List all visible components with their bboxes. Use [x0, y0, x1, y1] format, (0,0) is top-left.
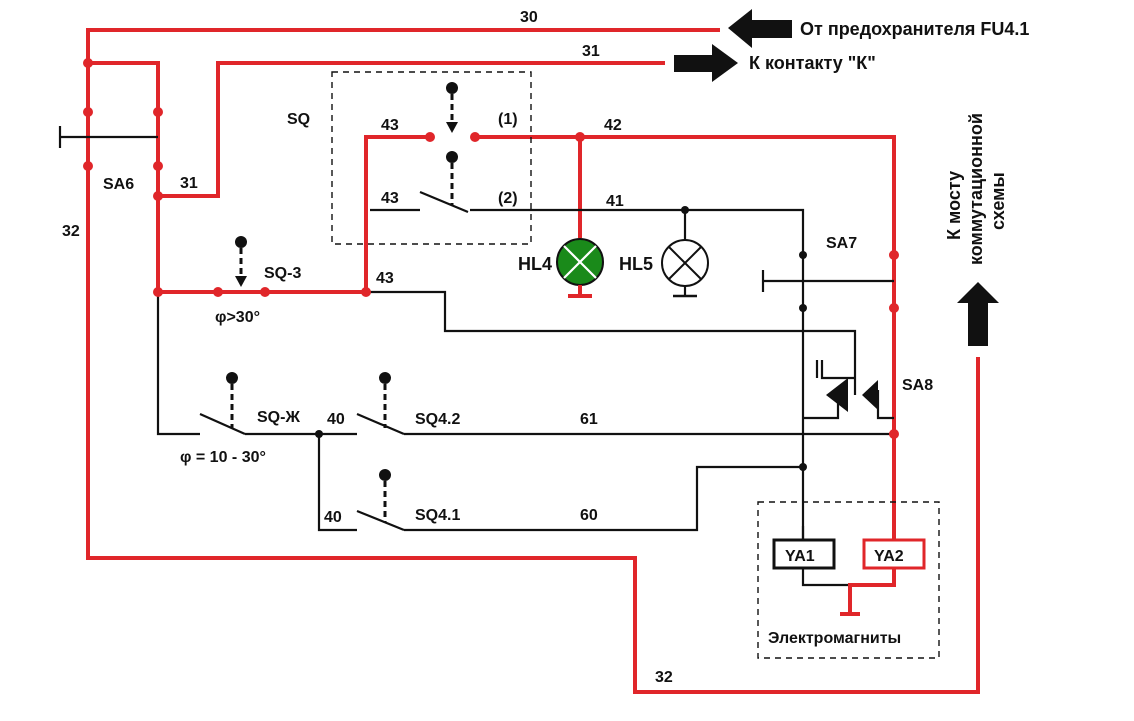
- junction-dots: [83, 58, 899, 439]
- lamp-hl5: [661, 239, 709, 298]
- wire-label-32-bottom: 32: [655, 669, 673, 686]
- sq3-pusher: [235, 236, 247, 287]
- ya2-box: [862, 538, 926, 570]
- sa8-right-contact: [862, 380, 878, 410]
- label-bridge-2: коммутационной: [966, 113, 986, 265]
- sa8-handle: [820, 360, 855, 380]
- junction-dot: [315, 430, 323, 438]
- label-sa6: SA6: [103, 176, 134, 193]
- junction-dot: [889, 250, 899, 260]
- junction-dot: [470, 132, 480, 142]
- label-sq3: SQ-3: [264, 265, 301, 282]
- wire-label-31-left: 31: [180, 175, 198, 192]
- arrow-to-contact-icon: [674, 44, 738, 82]
- label-hl4: HL4: [518, 254, 552, 274]
- black-wires: [58, 126, 896, 616]
- label-ya1: YA1: [785, 548, 815, 565]
- wire-31: [158, 61, 665, 198]
- wire-41: [470, 208, 805, 542]
- junction-dot: [889, 303, 899, 313]
- ya1-return: [801, 568, 850, 587]
- junction-dot: [681, 206, 689, 214]
- wire-43-42: [364, 135, 430, 292]
- arrow-from-fuse-icon: [728, 9, 792, 48]
- sq41-blade: [356, 509, 405, 532]
- ya2-return: [848, 568, 896, 612]
- wire-label-43-b: 43: [381, 190, 399, 207]
- sq42-blade: [356, 412, 405, 436]
- label-sq: SQ: [287, 111, 310, 128]
- junction-dot: [799, 251, 807, 259]
- label-sa7: SA7: [826, 235, 857, 252]
- sq2-pusher: [446, 151, 458, 205]
- wire-60: [404, 465, 803, 532]
- junction-dots-black: [315, 206, 807, 471]
- sq42-pusher: [379, 372, 391, 428]
- wire-label-60: 60: [580, 507, 598, 524]
- wire-label-40-a: 40: [327, 411, 345, 428]
- wire-label-43-c: 43: [376, 270, 394, 287]
- wire-label-40-b: 40: [324, 509, 342, 526]
- junction-dot: [425, 132, 435, 142]
- red-wires: [86, 28, 980, 694]
- wire-sqzh-left: [156, 292, 200, 436]
- wire-label-43-a: 43: [381, 117, 399, 134]
- junction-dot: [153, 107, 163, 117]
- label-sa8: SA8: [902, 377, 933, 394]
- label-sq41: SQ4.1: [415, 507, 460, 524]
- junction-dot: [153, 287, 163, 297]
- wire-label-61: 61: [580, 411, 598, 428]
- sq1-pusher: [446, 82, 458, 133]
- sqzh-pusher: [226, 372, 238, 428]
- junction-dot: [799, 463, 807, 471]
- wire-label-42: 42: [604, 117, 622, 134]
- sq2-blade: [419, 190, 469, 214]
- wire-42: [475, 135, 896, 568]
- label-from-fuse: От предохранителя FU4.1: [800, 19, 1029, 39]
- label-ya2: YA2: [874, 548, 904, 565]
- wire-30: [86, 28, 980, 694]
- sq41-pusher: [379, 469, 391, 523]
- label-bridge-1: К мосту: [944, 171, 964, 240]
- wire-label-31-top: 31: [582, 43, 600, 60]
- position-label-2: (2): [498, 190, 518, 207]
- label-electromagnets: Электромагниты: [768, 630, 901, 647]
- label-hl5: HL5: [619, 254, 653, 274]
- label-to-contact: К контакту "К": [749, 53, 876, 73]
- arrow-to-bridge-icon: [957, 282, 999, 346]
- junction-dot: [213, 287, 223, 297]
- junction-dot: [153, 161, 163, 171]
- label-bridge-3: схемы: [988, 172, 1008, 230]
- junction-dot: [83, 107, 93, 117]
- junction-dot: [83, 58, 93, 68]
- wire-43-black: [366, 290, 857, 360]
- sq-enclosure: [331, 71, 532, 245]
- junction-dot: [153, 191, 163, 201]
- sqzh-blade: [199, 412, 246, 436]
- actuators: [226, 82, 458, 523]
- label-sqzh: SQ-Ж: [257, 409, 300, 426]
- wire-label-41: 41: [606, 193, 624, 210]
- junction-dot: [83, 161, 93, 171]
- electromagnet-enclosure: [757, 501, 940, 659]
- label-sq42: SQ4.2: [415, 411, 460, 428]
- junction-dot: [260, 287, 270, 297]
- label-phi-range: φ = 10 - 30°: [180, 449, 266, 466]
- junction-dot: [799, 304, 807, 312]
- junction-dot: [361, 287, 371, 297]
- lamp-hl4: [556, 238, 604, 298]
- sa8-right-leg: [876, 390, 894, 420]
- label-phi-gt30: φ>30°: [215, 309, 260, 326]
- sa8-left-contact: [826, 378, 848, 412]
- junction-dot: [575, 132, 585, 142]
- junction-dot: [889, 429, 899, 439]
- wire-40b: [317, 434, 357, 532]
- position-label-1: (1): [498, 111, 518, 128]
- wire-label-30: 30: [520, 9, 538, 26]
- wire-label-32-left: 32: [62, 223, 80, 240]
